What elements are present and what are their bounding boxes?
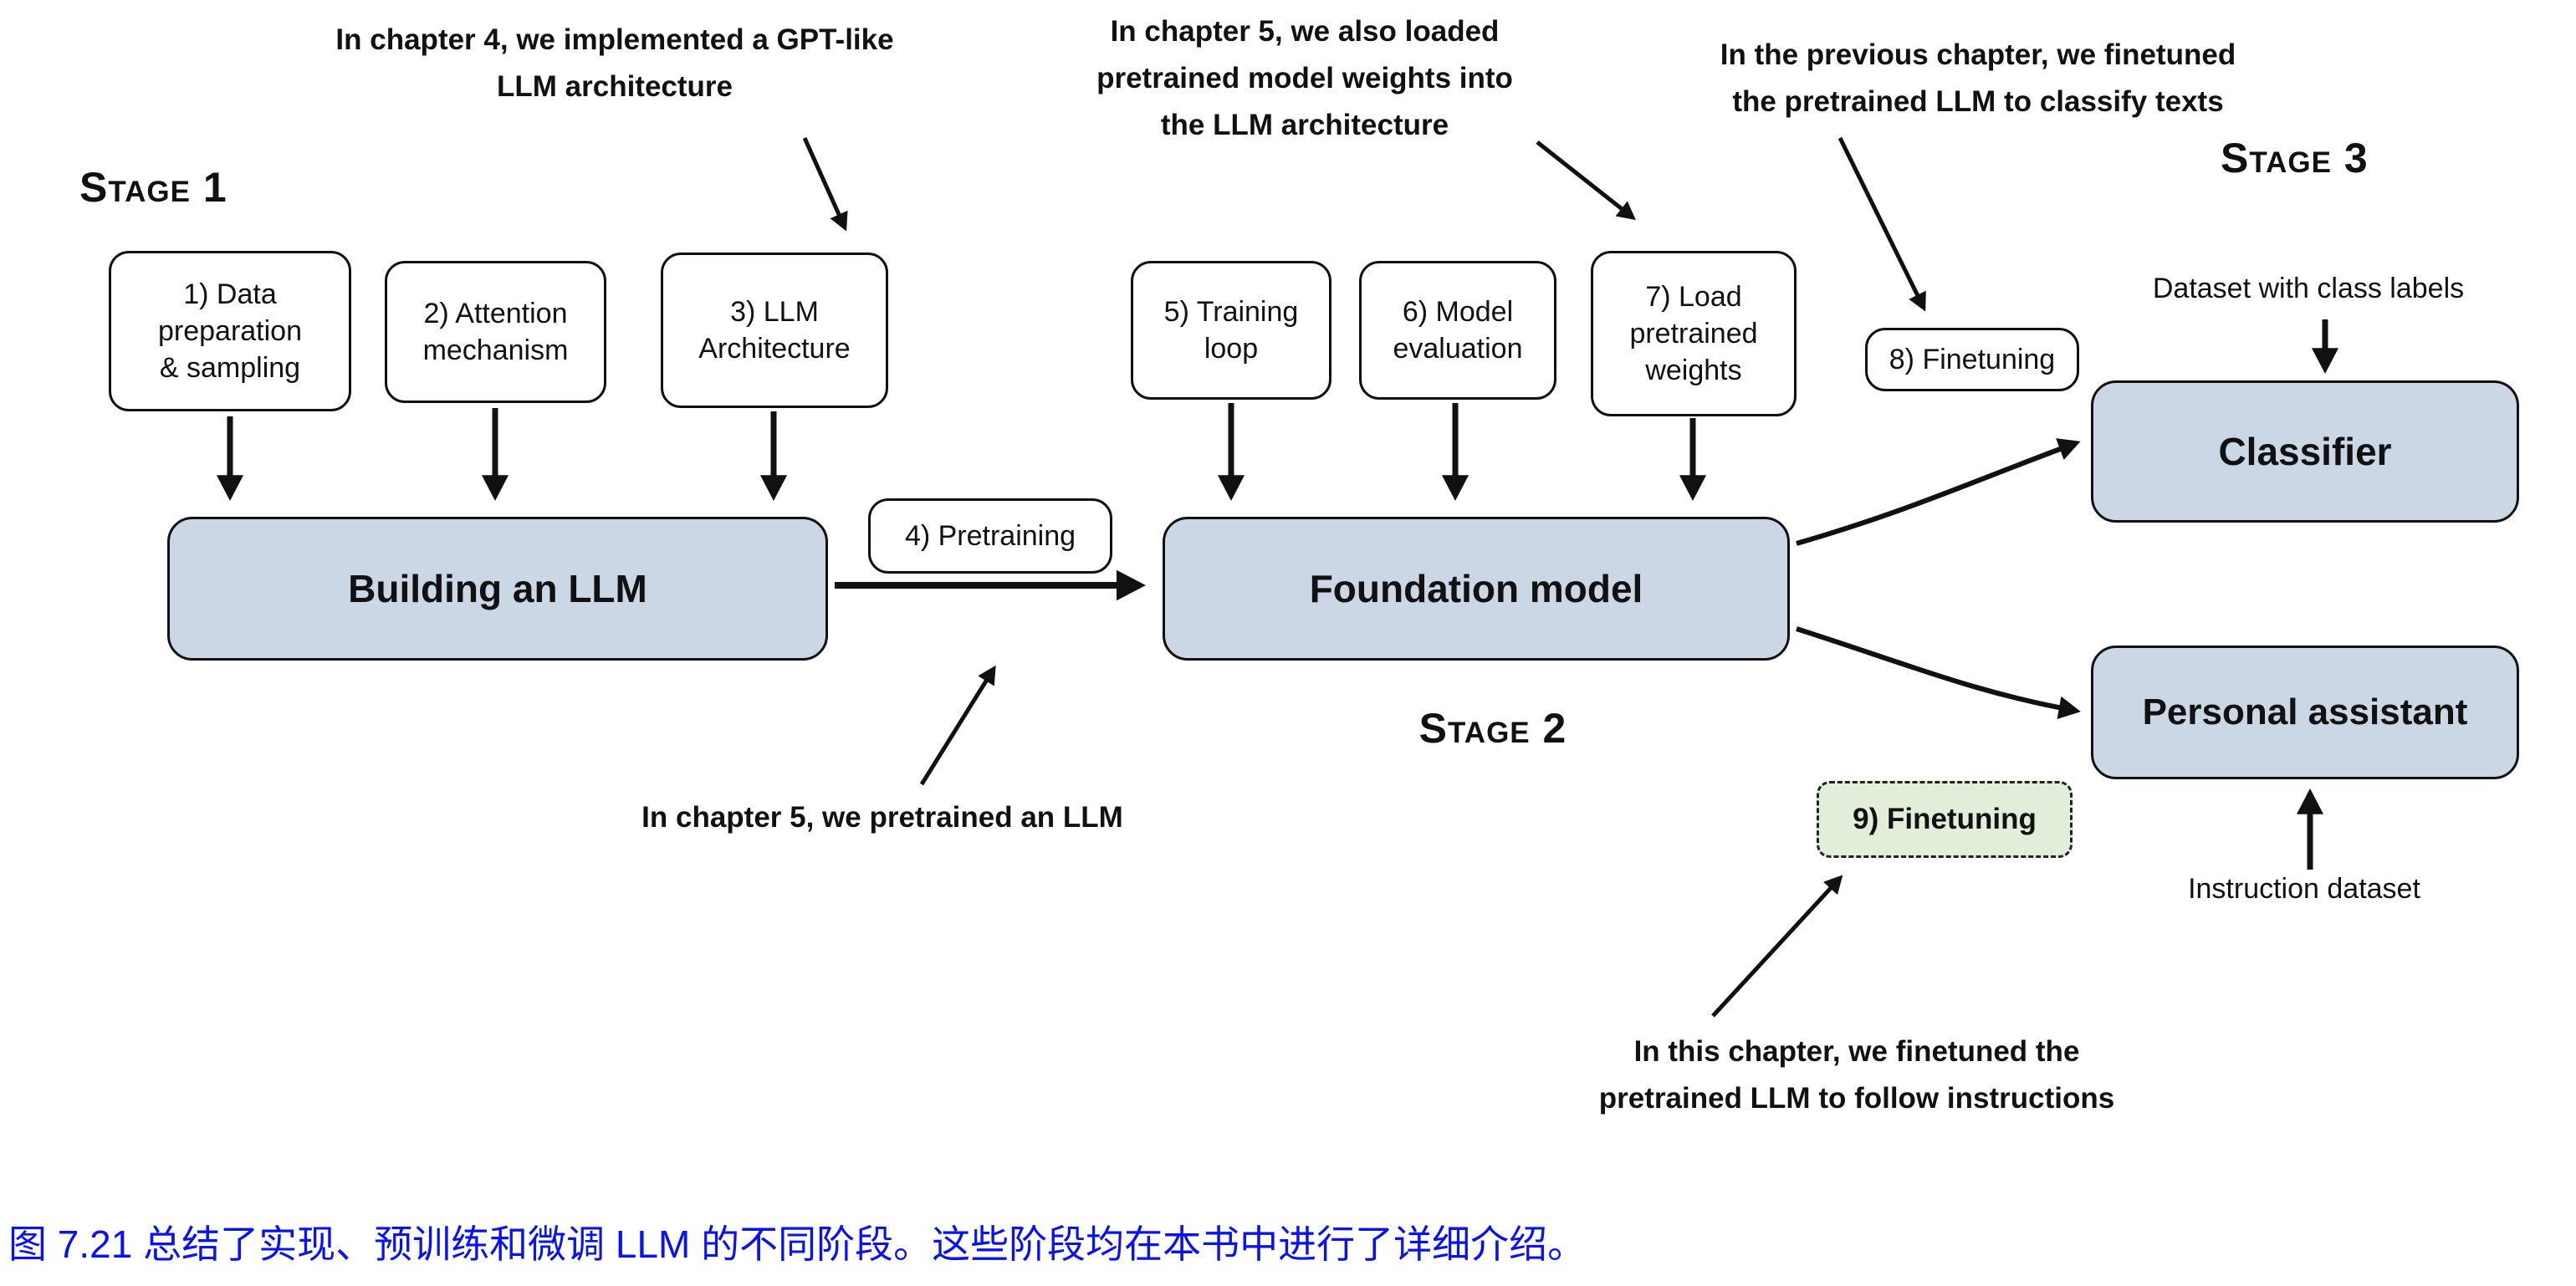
step-llm-architecture: 3) LLM Architecture: [661, 253, 888, 408]
annotation-previous-chapter: In the previous chapter, we finetuned th…: [1720, 38, 2236, 118]
figure-caption: 图 7.21 总结了实现、预训练和微调 LLM 的不同阶段。这些阶段均在本书中进…: [8, 1222, 1587, 1266]
step-finetuning-9: 9) Finetuning: [1817, 781, 2073, 858]
classifier-box: Classifier: [2091, 380, 2519, 523]
stage3-label: Stage 3: [2221, 135, 2369, 181]
annotation-chapter5-load: In chapter 5, we also loaded pretrained …: [1096, 15, 1513, 141]
step-model-evaluation: 6) Model evaluation: [1359, 261, 1556, 400]
arrow-foundation-to-classifier: [1796, 438, 2081, 546]
step-training-loop: 5) Training loop: [1131, 261, 1331, 400]
arrow-anno-pretrained-to-arrow: [919, 665, 996, 786]
step-load-pretrained-weights: 7) Load pretrained weights: [1591, 251, 1797, 416]
annotation-this-chapter: In this chapter, we finetuned the pretra…: [1598, 1035, 2115, 1115]
step-attention-mechanism: 2) Attention mechanism: [385, 261, 606, 403]
annotation-chapter4: In chapter 4, we implemented a GPT-like …: [335, 23, 894, 103]
instruction-dataset-text: Instruction dataset: [2188, 873, 2420, 905]
step-finetuning-8: 8) Finetuning: [1865, 328, 2079, 391]
stage1-label: Stage 1: [79, 164, 227, 211]
dataset-class-labels-text: Dataset with class labels: [2152, 273, 2465, 304]
foundation-model-box: Foundation model: [1163, 517, 1790, 661]
annotation-chapter5-pretrained: In chapter 5, we pretrained an LLM: [641, 801, 1123, 834]
arrow-anno-prev-to-finetune8: [1837, 136, 1926, 312]
stage2-label: Stage 2: [1418, 705, 1567, 752]
personal-assistant-box: Personal assistant: [2091, 646, 2519, 779]
step-pretraining: 4) Pretraining: [868, 498, 1112, 574]
arrow-foundation-to-personal: [1796, 626, 2081, 719]
arrow-anno-ch4-to-architecture: [802, 136, 848, 232]
building-an-llm-box: Building an LLM: [167, 517, 828, 661]
step-data-preparation: 1) Data preparation & sampling: [109, 251, 351, 411]
arrow-anno-load-to-weights: [1536, 140, 1636, 221]
arrow-anno-this-to-finetune9: [1711, 875, 1843, 1018]
